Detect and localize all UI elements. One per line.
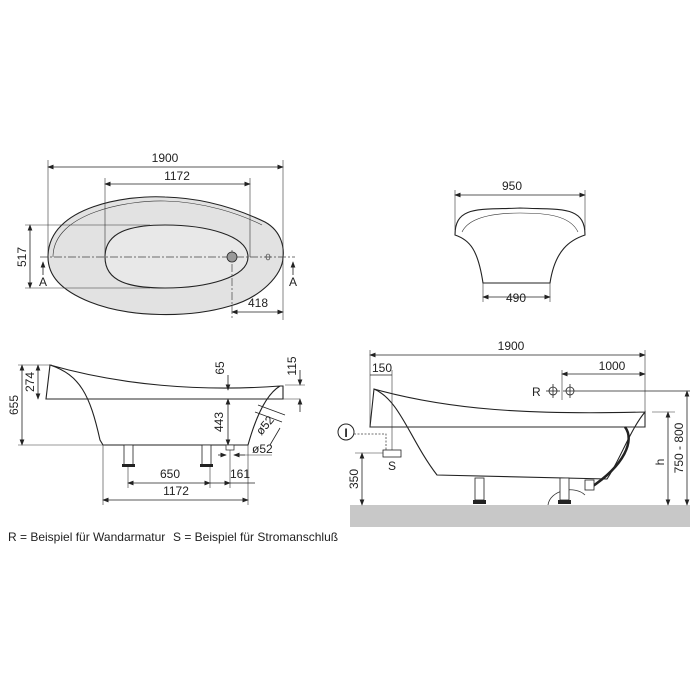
side-view-left: 655 274 65 443 115 ø52 ø52 650 161 1172 (7, 356, 305, 505)
front-view: 950 490 (454, 179, 586, 305)
dim-1000: 1000 (599, 359, 626, 373)
tub-inner-basin (104, 224, 249, 289)
dim-150: 150 (372, 361, 392, 375)
section-mark-right: A (289, 275, 297, 289)
foot-left (123, 444, 134, 466)
dim-1900-top: 1900 (152, 151, 179, 165)
dim-750-800: 750 - 800 (672, 422, 686, 473)
tub-outline-side (45, 364, 284, 446)
side-view-right: 1900 150 1000 R I S 350 h 750 - 800 (337, 339, 690, 527)
foot-a (474, 477, 485, 501)
dim-350: 350 (347, 469, 361, 489)
dim-490: 490 (506, 291, 526, 305)
top-view: 1900 1172 517 418 A A (15, 151, 297, 320)
dim-274: 274 (23, 372, 37, 392)
dim-950: 950 (502, 179, 522, 193)
drain-icon (226, 251, 238, 263)
dim-517: 517 (15, 247, 29, 267)
dim-161: 161 (230, 467, 250, 481)
power-label-s: S (388, 459, 396, 473)
dim-waste-52: ø52 (252, 442, 273, 456)
power-symbol-icon (337, 423, 355, 441)
dim-655: 655 (7, 395, 21, 415)
foot-right (201, 444, 212, 466)
legend-s-note: S = Beispiel für Stromanschluß (173, 530, 338, 544)
dim-443: 443 (212, 412, 226, 432)
tub-outline-front (454, 207, 586, 284)
foot-b (559, 477, 570, 501)
power-socket-box (382, 449, 402, 458)
tap-symbol-icon (546, 384, 690, 398)
floor (350, 505, 690, 527)
svg-text:I: I (344, 426, 347, 440)
dim-1900-side: 1900 (498, 339, 525, 353)
dim-1172-side: 1172 (163, 484, 189, 498)
dim-418: 418 (248, 296, 268, 310)
section-mark-left: A (39, 275, 47, 289)
dim-1172-top: 1172 (164, 169, 190, 183)
tap-label-r: R (532, 385, 541, 399)
dim-65: 65 (213, 361, 227, 375)
dim-115: 115 (285, 356, 299, 375)
dim-h: h (653, 459, 667, 466)
dim-650: 650 (160, 467, 180, 481)
legend-r-note: R = Beispiel für Wandarmatur (8, 530, 165, 544)
tub-outline-installed (369, 388, 646, 480)
